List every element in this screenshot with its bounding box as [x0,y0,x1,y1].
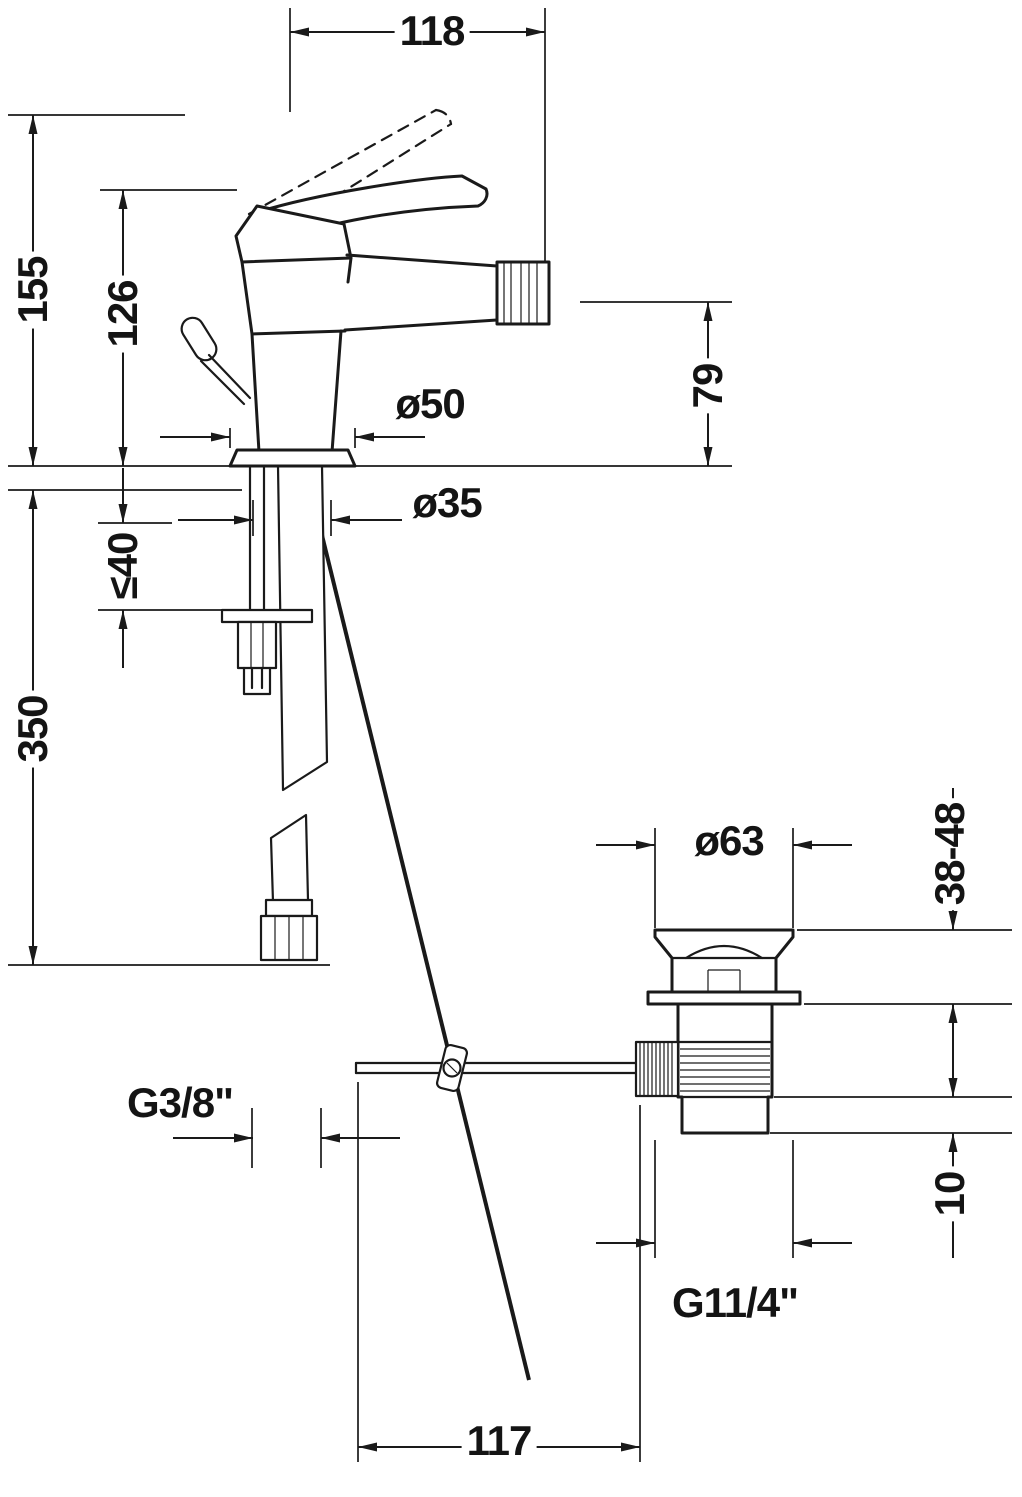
dim-base-diameter: ø50 [390,382,470,426]
dim-waste-collar-height: 10 [926,1166,973,1222]
dim-max-mounting-thickness: ≤40 [99,532,146,600]
flexible-hose [269,464,329,904]
mounting-washer-and-nut [220,608,314,696]
dim-total-height: 155 [9,251,56,329]
dim-waste-thread: G11/4" [666,1281,804,1325]
dim-waste-height-range: 38-48 [926,797,973,911]
dim-hose-length: 350 [9,690,56,768]
lever-handle-raised-position [247,108,453,239]
dim-rod-offset: 117 [461,1419,537,1463]
mixer-body [240,253,499,454]
lever-handle [234,174,489,264]
waste-body [676,1002,774,1135]
dim-supply-thread: G3/8" [122,1081,238,1125]
waste-knurled-nut [634,1040,680,1098]
waste-assembly [634,928,802,1135]
rod-clamp [435,1043,469,1093]
dim-hole-diameter: ø35 [407,481,487,525]
mounting-stud [248,464,266,612]
dim-spout-projection: 118 [394,9,470,53]
waste-base-plate [646,990,802,1006]
pop-up-knob [180,316,252,406]
installation-parts [220,464,329,962]
hose-connection-nut [259,898,319,962]
extension-lines [8,8,1012,1462]
dim-outlet-height: 79 [684,358,731,414]
base-flange [228,448,357,468]
waste-flange [653,928,795,994]
aerator-outlet [495,260,551,326]
pop-up-rod [304,469,531,1381]
dim-waste-flange-diameter: ø63 [689,819,769,863]
bidet-mixer [180,108,551,468]
horizontal-rod [354,1061,640,1075]
dim-body-height: 126 [99,275,146,353]
